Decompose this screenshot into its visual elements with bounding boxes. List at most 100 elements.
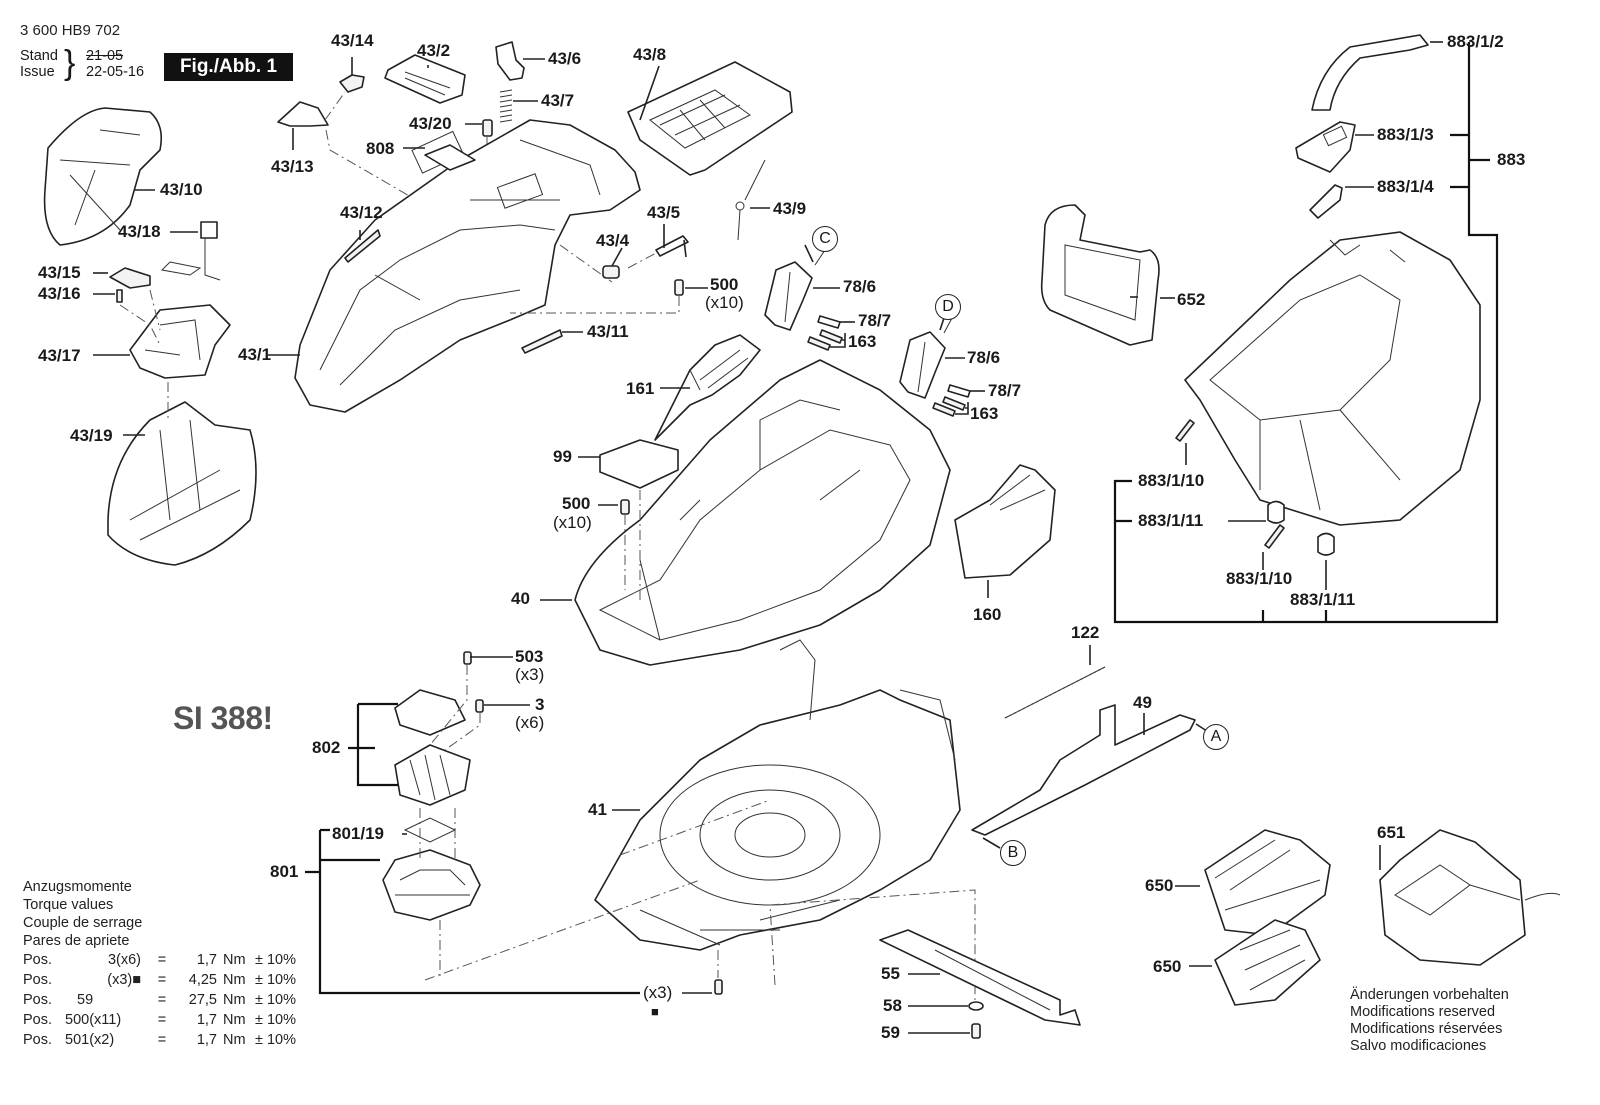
part-label[interactable]: 883/1/11	[1290, 590, 1356, 609]
torque-pos: Pos.	[23, 952, 53, 968]
part-label[interactable]: 161	[626, 379, 655, 398]
part-label[interactable]: 883/1/4	[1377, 177, 1434, 196]
part-label[interactable]: 43/7	[541, 91, 575, 110]
part-label[interactable]: 43/6	[548, 49, 582, 68]
part-43-11-label	[521, 329, 563, 354]
part-label[interactable]: 883	[1497, 150, 1526, 169]
part-label[interactable]: 43/15	[38, 263, 81, 282]
part-label[interactable]: 883/1/11	[1138, 511, 1204, 530]
issue-label: Issue	[20, 64, 55, 80]
torque-unit: Nm	[223, 992, 246, 1008]
callout-c[interactable]: C	[812, 226, 838, 252]
part-label[interactable]: 801	[270, 862, 299, 881]
part-label[interactable]: 43/9	[773, 199, 807, 218]
part-500-screw-upper	[674, 279, 684, 296]
torque-row: Pos. 59 = 27,5 Nm ± 10%	[23, 990, 296, 1010]
part-label[interactable]: 43/5	[647, 203, 681, 222]
torque-unit: Nm	[223, 1032, 246, 1048]
part-label[interactable]: 500	[562, 494, 591, 513]
part-122-spring	[1004, 666, 1106, 719]
part-808-label	[424, 144, 476, 171]
part-label[interactable]: 651	[1377, 823, 1406, 842]
part-883-1-11-cap-a	[1267, 500, 1285, 524]
part-883-1-10-pin-a	[1175, 419, 1195, 442]
torque-value: 27,5	[188, 992, 217, 1008]
callout-b[interactable]: B	[1000, 840, 1026, 866]
part-43-9-spring	[735, 159, 766, 241]
part-43-12-label	[344, 229, 381, 263]
torque-tolerance: ± 10%	[255, 972, 297, 988]
part-label[interactable]: 503	[515, 647, 544, 666]
part-651-charger	[1379, 829, 1561, 966]
torque-pos: Pos.	[23, 1032, 53, 1048]
stand-date: 21-05	[86, 48, 124, 64]
part-label[interactable]: 78/6	[843, 277, 877, 296]
part-label[interactable]: 43/18	[118, 222, 161, 241]
part-43-4-clip	[602, 265, 620, 279]
torque-item: 59	[77, 992, 94, 1008]
part-label[interactable]: 163	[848, 332, 877, 351]
part-label[interactable]: 883/1/2	[1447, 32, 1504, 51]
part-43-10-cover	[43, 107, 163, 246]
part-label[interactable]: 43/2	[417, 41, 451, 60]
assembly-bracket-801	[305, 828, 640, 995]
part-label[interactable]: 122	[1071, 623, 1100, 642]
part-label[interactable]: 500	[710, 275, 739, 294]
part-160-cover	[954, 464, 1056, 579]
part-label[interactable]: 43/10	[160, 180, 203, 199]
torque-marker-icon: ■	[651, 1004, 659, 1019]
part-label[interactable]: 883/1/3	[1377, 125, 1434, 144]
part-label[interactable]: 160	[973, 605, 1002, 624]
part-label[interactable]: 43/16	[38, 284, 81, 303]
torque-item: 500(x11)	[65, 1012, 122, 1028]
callout-d[interactable]: D	[935, 294, 961, 320]
issue-date: 22-05-16	[86, 64, 145, 80]
torque-eq: =	[157, 1012, 167, 1028]
part-label[interactable]: 808	[366, 139, 395, 158]
part-label[interactable]: 58	[883, 996, 902, 1015]
part-label[interactable]: 43/14	[331, 31, 374, 50]
part-label[interactable]: 59	[881, 1023, 900, 1042]
part-label[interactable]: 99	[553, 447, 572, 466]
part-label[interactable]: 3	[535, 695, 545, 714]
part-883-1-2-grip	[1311, 34, 1429, 111]
part-label[interactable]: 40	[511, 589, 530, 608]
part-650-battery-a	[1204, 829, 1331, 936]
part-label[interactable]: 78/7	[858, 311, 892, 330]
part-label[interactable]: 801/19	[332, 824, 384, 843]
part-label[interactable]: 78/6	[967, 348, 1001, 367]
part-label[interactable]: 650	[1153, 957, 1182, 976]
part-label[interactable]: 43/1	[238, 345, 272, 364]
part-label[interactable]: 163	[970, 404, 999, 423]
part-503-screw	[463, 651, 472, 665]
part-label[interactable]: 650	[1145, 876, 1174, 895]
part-label[interactable]: 652	[1177, 290, 1206, 309]
torque-title-fr: Couple de serrage	[23, 915, 143, 931]
part-43-14-cap	[339, 74, 365, 93]
part-label[interactable]: 43/8	[633, 45, 667, 64]
part-label[interactable]: 78/7	[988, 381, 1022, 400]
part-label[interactable]: 43/12	[340, 203, 383, 222]
torque-eq: =	[157, 972, 167, 988]
torque-row: Pos. (x3)■ = 4,25 Nm ± 10%	[23, 970, 296, 990]
part-43-15-button	[109, 267, 151, 289]
part-label[interactable]: 43/11	[587, 322, 629, 341]
callout-a[interactable]: A	[1203, 724, 1229, 750]
part-label[interactable]: 883/1/10	[1226, 569, 1293, 588]
part-40-chassis	[574, 359, 951, 666]
part-78-6-bracket-c	[764, 261, 813, 331]
stand-label: Stand	[20, 48, 58, 64]
part-label[interactable]: 41	[588, 800, 607, 819]
part-label[interactable]: 49	[1133, 693, 1152, 712]
part-label[interactable]: 43/17	[38, 346, 81, 365]
part-label[interactable]: 43/4	[596, 231, 630, 250]
part-label[interactable]: 43/13	[271, 157, 314, 176]
part-label[interactable]: 802	[312, 738, 341, 757]
part-label[interactable]: 43/19	[70, 426, 113, 445]
part-label[interactable]: 55	[881, 964, 900, 983]
part-label[interactable]: 43/20	[409, 114, 452, 133]
part-43-13-lever	[277, 101, 329, 127]
part-quantity: (x3)	[643, 983, 673, 1002]
part-label[interactable]: 883/1/10	[1138, 471, 1205, 490]
